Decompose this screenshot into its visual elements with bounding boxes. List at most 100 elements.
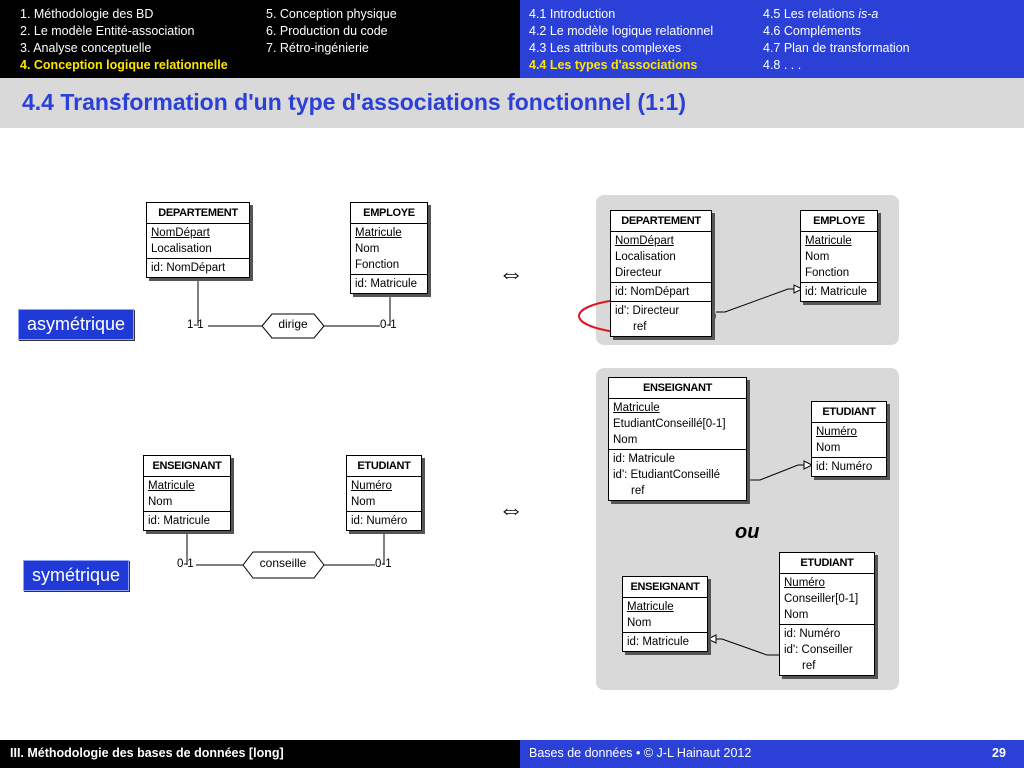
card-left: 1-1 (187, 319, 204, 331)
entity-keys: id: Matricule (144, 512, 230, 530)
entity-departement-logical[interactable]: DEPARTEMENT NomDépart Localisation Direc… (610, 210, 712, 337)
entity-keys: id: Matricule (623, 633, 707, 651)
entity-keys: id: Numéro (347, 512, 421, 530)
entity-name: EMPLOYE (351, 203, 427, 224)
attr: Nom (613, 434, 638, 446)
ref: ref (802, 660, 816, 672)
entity-keys: id: Matricule (351, 275, 427, 293)
attr-id: Numéro (784, 577, 825, 589)
attr: Conseiller[0-1] (784, 593, 859, 605)
key: id: Matricule (613, 453, 675, 465)
entity-keys: id: Numéro id': Conseiller ref (780, 625, 874, 675)
attr: Nom (805, 251, 830, 263)
entity-name: ETUDIANT (780, 553, 874, 574)
entity-name: ETUDIANT (812, 402, 886, 423)
key: id': Directeur (615, 305, 680, 317)
key: id: NomDépart (615, 286, 690, 298)
key: id: Matricule (148, 515, 210, 527)
footer-credit: Bases de données • © J-L Hainaut 2012 (529, 746, 752, 760)
entity-keys: id: Matricule id': EtudiantConseillé ref (609, 450, 746, 500)
attr-id: Matricule (355, 227, 402, 239)
ref: ref (631, 485, 645, 497)
assoc-conseille[interactable]: conseille (259, 556, 307, 570)
entity-employe[interactable]: EMPLOYE Matricule Nom Fonction id: Matri… (350, 202, 428, 294)
slide-title: 4.4 Transformation d'un type d'associati… (22, 89, 686, 115)
attr: Nom (148, 496, 173, 508)
attr-id: Matricule (627, 601, 674, 613)
nav-item-modele-ea[interactable]: 2. Le modèle Entité-association (20, 24, 195, 38)
attr-id: Matricule (805, 235, 852, 247)
tag-symetrique: symétrique (23, 560, 130, 591)
page-number: 29 (992, 746, 1006, 760)
nav-item-attributs-complexes[interactable]: 4.3 Les attributs complexes (529, 41, 682, 55)
key: id: Matricule (627, 636, 689, 648)
nav-bar-sections (0, 0, 520, 78)
attr: Directeur (615, 267, 662, 279)
attr: Fonction (805, 267, 850, 279)
entity-etudiant[interactable]: ETUDIANT Numéro Nom id: Numéro (346, 455, 422, 531)
nav-item-methodologie[interactable]: 1. Méthodologie des BD (20, 7, 154, 21)
entity-attributes: Matricule Nom Fonction (351, 224, 427, 275)
entity-attributes: Numéro Conseiller[0-1] Nom (780, 574, 874, 625)
entity-attributes: Matricule Nom (623, 598, 707, 633)
entity-departement[interactable]: DEPARTEMENT NomDépart Localisation id: N… (146, 202, 250, 278)
entity-etudiant-logical-a[interactable]: ETUDIANT Numéro Nom id: Numéro (811, 401, 887, 477)
footer-bar-left (0, 740, 520, 768)
entity-name: ENSEIGNANT (623, 577, 707, 598)
nav-item-types-associations[interactable]: 4.4 Les types d'associations (529, 58, 698, 72)
footer-course: III. Méthodologie des bases de données [… (10, 746, 284, 760)
entity-enseignant-logical-a[interactable]: ENSEIGNANT Matricule EtudiantConseillé[0… (608, 377, 747, 501)
nav-item-conception-physique[interactable]: 5. Conception physique (266, 7, 397, 21)
attr: Localisation (151, 243, 212, 255)
entity-attributes: Numéro Nom (812, 423, 886, 458)
footer-bar-right (520, 740, 1024, 768)
entity-attributes: Matricule EtudiantConseillé[0-1] Nom (609, 399, 746, 450)
assoc-dirige[interactable]: dirige (278, 317, 308, 331)
nav-item-introduction[interactable]: 4.1 Introduction (529, 7, 616, 21)
nav-item-relations-is-a[interactable]: 4.5 Les relations is-a (763, 7, 879, 21)
attr: Nom (627, 617, 652, 629)
attr-id: Numéro (351, 480, 392, 492)
key: id: Numéro (351, 515, 408, 527)
entity-name: ENSEIGNANT (144, 456, 230, 477)
card-left: 0-1 (177, 558, 194, 570)
entity-attributes: Matricule Nom (144, 477, 230, 512)
title-band (0, 78, 1024, 128)
entity-enseignant-logical-b[interactable]: ENSEIGNANT Matricule Nom id: Matricule (622, 576, 708, 652)
tag-asymetrique: asymétrique (18, 309, 135, 340)
nav-item-plan-transformation[interactable]: 4.7 Plan de transformation (763, 41, 910, 55)
nav-item-modele-relationnel[interactable]: 4.2 Le modèle logique relationnel (529, 24, 714, 38)
nav-item-analyse[interactable]: 3. Analyse conceptuelle (20, 41, 152, 55)
entity-ref-keys: id': Directeur ref (611, 302, 711, 336)
attr: Nom (816, 442, 841, 454)
attr: Nom (351, 496, 376, 508)
attr-id: NomDépart (151, 227, 210, 239)
nav-item-complements[interactable]: 4.6 Compléments (763, 24, 861, 38)
attr-id: NomDépart (615, 235, 674, 247)
entity-etudiant-logical-b[interactable]: ETUDIANT Numéro Conseiller[0-1] Nom id: … (779, 552, 875, 676)
key: id': Conseiller (784, 644, 853, 656)
entity-attributes: NomDépart Localisation (147, 224, 249, 259)
key: id: Numéro (816, 461, 873, 473)
entity-name: EMPLOYE (801, 211, 877, 232)
nav-item-production-code[interactable]: 6. Production du code (266, 24, 388, 38)
entity-keys: id: Matricule (801, 283, 877, 301)
entity-keys: id: NomDépart (611, 283, 711, 302)
entity-keys: id: Numéro (812, 458, 886, 476)
ou-label: ou (735, 521, 760, 543)
key: id: NomDépart (151, 262, 226, 274)
nav-item-more[interactable]: 4.8 . . . (763, 58, 802, 72)
nav-item-retro-ingenierie[interactable]: 7. Rétro-ingénierie (266, 41, 369, 55)
attr: Nom (784, 609, 809, 621)
attr: Localisation (615, 251, 676, 263)
nav-item-conception-logique[interactable]: 4. Conception logique relationnelle (20, 58, 228, 72)
entity-enseignant[interactable]: ENSEIGNANT Matricule Nom id: Matricule (143, 455, 231, 531)
equiv-arrow: ⇔ (498, 258, 524, 288)
attr-id: Numéro (816, 426, 857, 438)
attr: Fonction (355, 259, 400, 271)
nav-bar-subsections (520, 0, 1024, 78)
ref: ref (633, 321, 647, 333)
entity-employe-logical[interactable]: EMPLOYE Matricule Nom Fonction id: Matri… (800, 210, 878, 302)
entity-attributes: Numéro Nom (347, 477, 421, 512)
key: id: Matricule (805, 286, 867, 298)
